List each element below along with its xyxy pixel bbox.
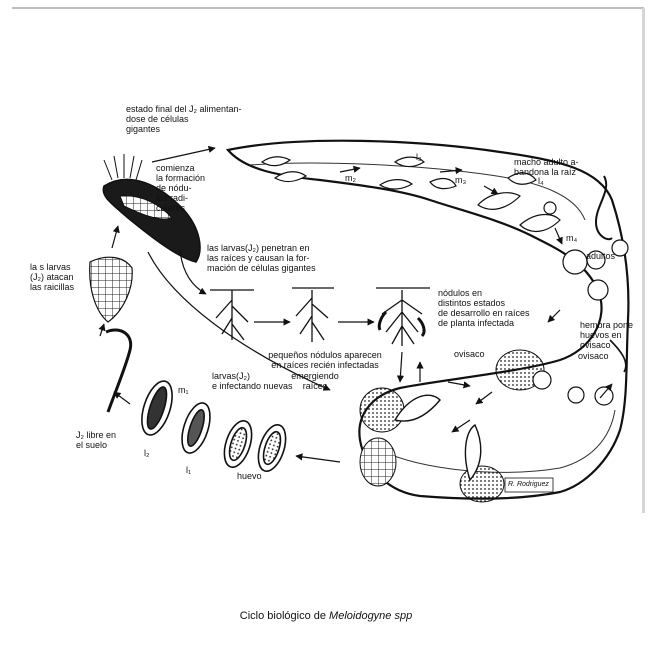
label-l4: l₄ bbox=[538, 176, 544, 186]
label-l1: l₁ bbox=[186, 465, 191, 475]
free-j2-larva bbox=[106, 330, 131, 412]
gall-cell-cluster bbox=[360, 438, 396, 486]
label-m3: m₃ bbox=[455, 175, 466, 185]
caption-prefix: Ciclo biológico de bbox=[240, 610, 329, 622]
label-pequenos-nodulos: pequeños nódulos aparecen en raíces reci… bbox=[250, 350, 400, 370]
figure-caption: Ciclo biológico de Meloidogyne spp bbox=[0, 610, 652, 622]
label-larvas-penetran: las larvas(J₂) penetran en las raíces y … bbox=[207, 243, 347, 273]
label-huevo: huevo bbox=[237, 471, 262, 481]
gall-dark-left bbox=[360, 388, 404, 432]
label-j2-libre: J₂ libre en el suelo bbox=[76, 430, 146, 450]
rootlet-cells bbox=[90, 257, 133, 322]
seedling-roots bbox=[210, 288, 430, 346]
label-estado-final: estado final del J₂ alimentan- dose de c… bbox=[126, 104, 276, 134]
gall-dark-bottom bbox=[460, 466, 504, 502]
caption-species: Meloidogyne spp bbox=[329, 610, 412, 622]
label-ovisaco-right: ovisaco bbox=[578, 351, 609, 361]
label-m1: m₁ bbox=[178, 385, 189, 395]
label-hembra: hembra pone huevos en ovisaco bbox=[580, 320, 650, 350]
label-comienza-nodulos: comienza la formación de nódu- los radi-… bbox=[156, 163, 226, 213]
artist-signature: R. Rodriguez bbox=[508, 480, 549, 490]
label-larvas-j2: larvas(J₂) e infectando nuevas bbox=[212, 371, 312, 391]
label-nodulos-estados: nódulos en distintos estados de desarrol… bbox=[438, 288, 548, 328]
label-l3: l₃ bbox=[416, 152, 422, 162]
egg-capsules bbox=[136, 377, 291, 474]
label-ovisaco-left: ovisaco bbox=[454, 349, 485, 359]
root-gall-outline bbox=[228, 141, 628, 499]
label-larvas-atacan: la s larvas (J₂) atacan las raicillas bbox=[30, 262, 90, 292]
label-m4: m₄ bbox=[566, 233, 577, 243]
label-macho-adulto: macho adulto a- bandona la raíz bbox=[514, 157, 634, 177]
label-adultos: adultos bbox=[586, 251, 615, 261]
label-m2: m₂ bbox=[345, 173, 356, 183]
root-hairs bbox=[104, 154, 142, 180]
